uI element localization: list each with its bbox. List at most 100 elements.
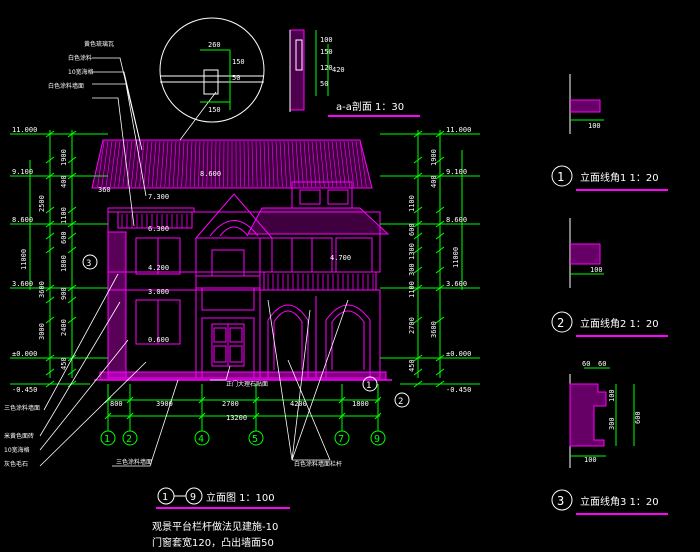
plinth bbox=[99, 371, 387, 381]
section-title: a-a剖面 1：30 bbox=[336, 100, 404, 113]
svg-text:5: 5 bbox=[252, 434, 258, 445]
bdim-3: 2700 bbox=[222, 400, 239, 408]
detail-1-title: 立面线角1 1：20 bbox=[580, 171, 659, 184]
callout-4: 白色涂料墙面 bbox=[48, 82, 84, 90]
main-roof bbox=[91, 139, 373, 189]
level-left-4: 3.600 bbox=[12, 280, 33, 288]
notes: 观景平台栏杆做法见建施-10 门窗套宽120，凸出墙面50 bbox=[152, 520, 278, 549]
main-door bbox=[211, 323, 245, 367]
ldim-7: 2400 bbox=[60, 319, 68, 336]
elevation-title: 1 9 立面图 1：100 bbox=[156, 487, 290, 509]
callout-8: 灰色毛石 bbox=[4, 460, 28, 468]
ldim-6: 1800 bbox=[60, 255, 68, 272]
arched-openings bbox=[267, 296, 371, 378]
svg-text:9: 9 bbox=[374, 434, 380, 445]
note-1: 观景平台栏杆做法见建施-10 bbox=[152, 520, 278, 533]
left-windows bbox=[135, 237, 181, 345]
note-2: 门窗套宽120，凸出墙面50 bbox=[152, 536, 274, 549]
level-right-5: ±0.000 bbox=[446, 350, 471, 358]
axis-4: 4 bbox=[194, 430, 210, 446]
rdim-7: 1100 bbox=[408, 281, 416, 298]
dim-360: 360 bbox=[98, 186, 111, 194]
svg-text:2: 2 bbox=[126, 434, 132, 445]
blevel-5: 4.700 bbox=[330, 254, 351, 262]
svg-text:1: 1 bbox=[104, 434, 110, 445]
blevel-2: 6.300 bbox=[148, 225, 169, 233]
ldim-8: 900 bbox=[60, 287, 68, 300]
callout-2: 白色涂料 bbox=[68, 54, 92, 62]
leader-lines bbox=[39, 57, 349, 467]
ldim-11: 3000 bbox=[38, 323, 46, 340]
bdim-5: 1800 bbox=[352, 400, 369, 408]
rdim-3: 1100 bbox=[408, 195, 416, 212]
right-dim-text: 1900 400 1100 600 1300 300 1100 2700 450… bbox=[408, 149, 460, 372]
detail-3-dim-2: 60 bbox=[598, 360, 606, 368]
callout-3: 10宽海格 bbox=[68, 68, 94, 76]
section-dim-1: 100 bbox=[320, 36, 333, 44]
axis-5: 5 bbox=[248, 430, 264, 446]
detail-dim-4: 150 bbox=[208, 106, 221, 114]
blevel-6: 0.600 bbox=[148, 336, 169, 344]
detail-1: 100 1 立面线角1 1：20 bbox=[551, 74, 668, 191]
ldim-9: 450 bbox=[60, 357, 68, 370]
level-left-1: 11.000 bbox=[12, 126, 37, 134]
ldim-5: 600 bbox=[60, 231, 68, 244]
axis-bubbles: 1 2 4 5 7 9 bbox=[100, 430, 386, 446]
ldim-4: 1100 bbox=[60, 207, 68, 224]
detail-3-dim-3: 300 bbox=[608, 417, 616, 430]
levels-right: 11.000 9.100 8.600 3.600 ±0.000 -0.450 bbox=[446, 126, 471, 394]
ldim-1: 1900 bbox=[60, 149, 68, 166]
detail-3-circle: 3 bbox=[557, 494, 564, 508]
title-circle-a: 1 bbox=[162, 492, 168, 503]
rdim-10: 11000 bbox=[452, 247, 460, 268]
ldim-2: 400 bbox=[60, 175, 68, 188]
callout-bottom-2: 白色涂料墙面栏杆 bbox=[294, 460, 342, 468]
blevel-4: 3.000 bbox=[148, 288, 169, 296]
callout-5: 三色涂料墙面 bbox=[4, 404, 40, 412]
axis-9: 9 bbox=[370, 430, 386, 446]
detail-2-circle: 2 bbox=[557, 316, 564, 330]
blevel-7: 8.600 bbox=[200, 170, 221, 178]
detail-dim-2: 150 bbox=[232, 58, 245, 66]
ldim-3: 2500 bbox=[38, 195, 46, 212]
level-right-1: 11.000 bbox=[446, 126, 471, 134]
axis-1: 1 bbox=[100, 430, 116, 446]
section-dim-2: 150 bbox=[320, 48, 333, 56]
marker-bubbles: 3 1 2 bbox=[82, 254, 410, 408]
detail-1-dim: 100 bbox=[588, 122, 601, 130]
right-upper-windows bbox=[271, 237, 373, 273]
level-right-4: 3.600 bbox=[446, 280, 467, 288]
callouts: 黄色琉璃瓦 白色涂料 10宽海格 白色涂料墙面 三色涂料墙面 米黄色面砖 10宽… bbox=[4, 40, 342, 468]
callout-bottom-1: 三色涂料墙面 bbox=[116, 458, 152, 466]
level-right-2: 9.100 bbox=[446, 168, 467, 176]
section-dim-3: 120 bbox=[320, 64, 333, 72]
section-aa: 100 150 120 420 50 a-a剖面 1：30 bbox=[289, 29, 420, 117]
detail-2: 100 2 立面线角2 1：20 bbox=[551, 218, 668, 337]
bdim-1: 800 bbox=[110, 400, 123, 408]
detail-2-dim: 100 bbox=[590, 266, 603, 274]
level-left-6: -0.450 bbox=[12, 386, 37, 394]
level-left-2: 9.100 bbox=[12, 168, 33, 176]
left-dim-text: 1900 400 2500 1100 600 1800 2400 900 450… bbox=[20, 149, 68, 370]
building bbox=[91, 139, 392, 381]
rdim-6: 300 bbox=[408, 263, 416, 276]
rdim-8: 2700 bbox=[408, 317, 416, 334]
detail-dim-1: 260 bbox=[208, 41, 221, 49]
section-dim-5: 50 bbox=[320, 80, 328, 88]
left-pilaster bbox=[107, 231, 127, 379]
callout-7: 10宽海格 bbox=[4, 446, 30, 454]
bdim-2: 3900 bbox=[156, 400, 173, 408]
rdim-11: 3600 bbox=[430, 321, 438, 338]
detail-3-dim-6: 100 bbox=[608, 389, 616, 402]
rdim-1: 1900 bbox=[430, 149, 438, 166]
callout-1: 黄色琉璃瓦 bbox=[84, 40, 114, 48]
blevel-3: 4.200 bbox=[148, 264, 169, 272]
detail-dim-3: 50 bbox=[232, 74, 240, 82]
elevation-title-text: 立面图 1：100 bbox=[206, 491, 275, 504]
building-level-labels: 7.300 6.300 4.200 3.000 4.700 0.600 8.60… bbox=[98, 170, 351, 344]
rdim-2: 400 bbox=[430, 175, 438, 188]
rdim-9: 450 bbox=[408, 359, 416, 372]
rdim-4: 600 bbox=[408, 223, 416, 236]
axis-7: 7 bbox=[334, 430, 350, 446]
